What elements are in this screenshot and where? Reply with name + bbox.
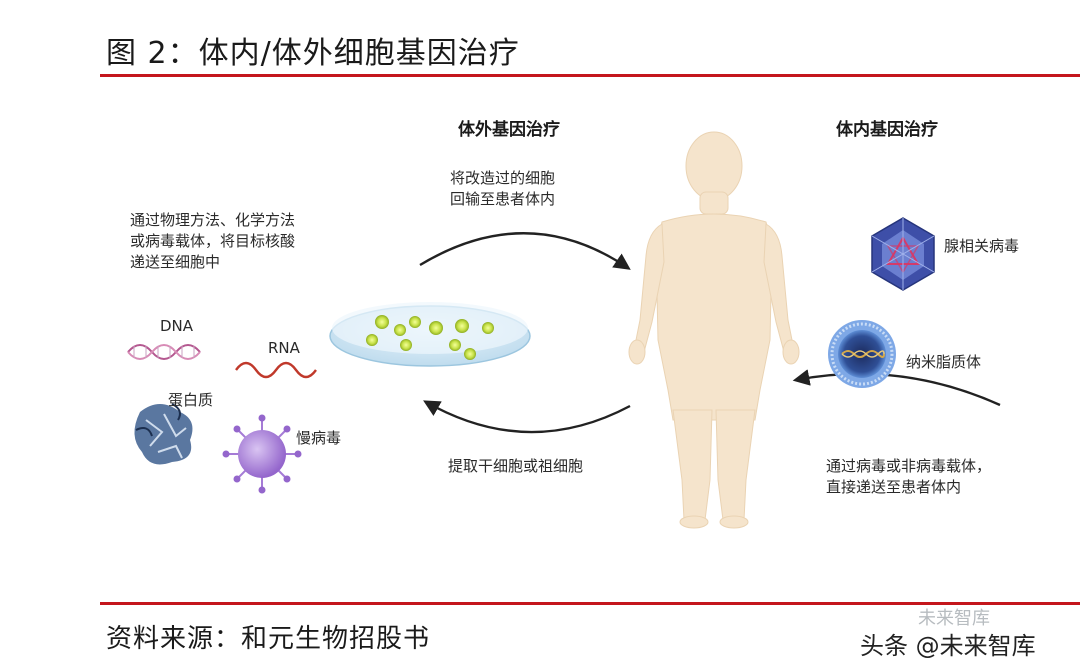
- delivery-method-label: 通过物理方法、化学方法 或病毒载体，将目标核酸 递送至细胞中: [130, 211, 296, 271]
- dna-helix-icon: [127, 344, 201, 360]
- title-divider: [100, 74, 1080, 77]
- lnp-label: 纳米脂质体: [906, 353, 982, 371]
- protein-label: 蛋白质: [168, 391, 214, 409]
- watermark-faint: 未来智库: [918, 608, 990, 629]
- petri-dish-with-cells: [329, 302, 531, 367]
- aav-label: 腺相关病毒: [944, 237, 1020, 255]
- extract-cells-label: 提取干细胞或祖细胞: [448, 457, 584, 475]
- aav-capsid-icon: [871, 217, 935, 291]
- return-arrow: [419, 232, 631, 270]
- return-cells-label: 将改造过的细胞 回输至患者体内: [450, 169, 556, 208]
- ex-vivo-heading: 体外基因治疗: [458, 120, 560, 140]
- extract-arrow: [423, 400, 631, 434]
- watermark: 头条 @未来智库: [860, 632, 1036, 660]
- figure-source: 资料来源：和元生物招股书: [106, 624, 431, 654]
- dna-label: DNA: [160, 317, 194, 335]
- figure-title: 图 2：体内/体外细胞基因治疗: [106, 36, 520, 71]
- lentivirus-icon: [222, 414, 302, 494]
- in-vivo-heading: 体内基因治疗: [836, 120, 938, 140]
- direct-delivery-label: 通过病毒或非病毒载体， 直接递送至患者体内: [826, 457, 992, 496]
- direct-delivery-arrow: [792, 369, 1001, 407]
- source-divider: [100, 602, 1080, 605]
- lipid-nanoparticle-icon: [828, 320, 896, 388]
- rna-label: RNA: [268, 339, 300, 357]
- human-body: [628, 131, 800, 529]
- protein-icon: [134, 403, 193, 465]
- rna-strand-icon: [235, 361, 317, 379]
- lentivirus-label: 慢病毒: [296, 429, 342, 447]
